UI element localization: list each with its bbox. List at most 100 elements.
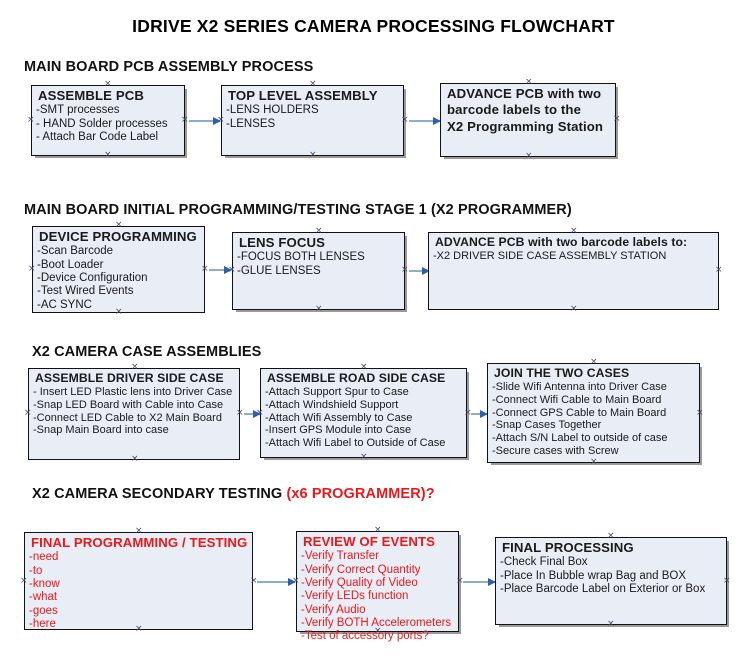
connector-handle[interactable] (360, 364, 367, 371)
process-box-join-the-two-cases[interactable]: JOIN THE TWO CASES -Slide Wifi Antenna i… (487, 363, 700, 463)
box-line: - Insert LED Plastic lens into Driver Ca… (33, 386, 233, 399)
box-line: -Place Barcode Label on Exterior or Box (500, 582, 706, 595)
connector-arrow (409, 116, 441, 125)
connector-handle[interactable] (401, 267, 408, 274)
connector-handle[interactable] (607, 621, 614, 628)
box-line: -Slide Wifi Antenna into Driver Case (492, 381, 667, 394)
connector-handle[interactable] (27, 117, 34, 124)
connector-handle[interactable] (401, 117, 408, 124)
box-line: -Device Configuration (37, 271, 148, 284)
connector-handle[interactable] (696, 410, 703, 417)
connector-handle[interactable] (570, 306, 577, 313)
connector-handle[interactable] (525, 79, 532, 86)
connector-handle[interactable] (135, 626, 142, 633)
connector-handle[interactable] (464, 410, 471, 417)
box-line: -Verify BOTH Accelerometers (301, 616, 452, 629)
connector-arrow (463, 577, 496, 586)
box-title: ADVANCE PCB with two (447, 86, 602, 101)
section-heading-1-text: MAIN BOARD PCB ASSEMBLY PROCESS (24, 59, 314, 75)
box-title: JOIN THE TWO CASES (494, 366, 630, 380)
connector-handle[interactable] (315, 306, 322, 313)
box-line: barcode labels to the (447, 102, 582, 118)
box-line: -need (29, 551, 59, 564)
box-line: -Connect Wifi Cable to Main Board (492, 393, 662, 406)
process-box-final-processing[interactable]: FINAL PROCESSING -Check Final Box -Place… (495, 537, 727, 625)
box-line: -Snap LED Board with Cable into Case (33, 398, 224, 411)
box-line: -Attach S/N Label to outside of case (492, 432, 668, 445)
connector-handle[interactable] (104, 81, 111, 88)
connector-handle[interactable] (590, 359, 597, 366)
connector-handle[interactable] (456, 578, 463, 585)
connector-handle[interactable] (250, 578, 257, 585)
process-box-top-level-assembly[interactable]: TOP LEVEL ASSEMBLY -LENS HOLDERS -LENSES (221, 85, 404, 156)
box-line: -to (29, 564, 43, 577)
connector-handle[interactable] (131, 364, 138, 371)
section-heading-4: X2 CAMERA SECONDARY TESTING (x6 PROGRAMM… (32, 486, 435, 502)
box-line: -Verify Correct Quantity (301, 563, 421, 576)
box-line: -Attach Support Spur to Case (265, 386, 409, 399)
box-line: -LENS HOLDERS (226, 104, 319, 117)
connector-handle[interactable] (309, 81, 316, 88)
process-box-device-programming[interactable]: DEVICE PROGRAMMING -Scan Barcode -Boot L… (32, 226, 205, 313)
box-title: ASSEMBLE PCB (38, 88, 144, 103)
connector-handle[interactable] (360, 454, 367, 461)
box-line: -SMT processes (36, 104, 120, 117)
connector-handle[interactable] (256, 410, 263, 417)
connector-handle[interactable] (309, 152, 316, 159)
process-box-assemble-pcb[interactable]: ASSEMBLE PCB -SMT processes - HAND Solde… (31, 85, 185, 156)
process-box-advance-pcb-driver-side[interactable]: ADVANCE PCB with two barcode labels to: … (428, 232, 719, 310)
connector-handle[interactable] (715, 267, 722, 274)
connector-handle[interactable] (613, 116, 620, 123)
box-line: -Verify Audio (301, 603, 366, 616)
section-heading-4-text: X2 CAMERA SECONDARY TESTING (32, 486, 287, 502)
connector-handle[interactable] (104, 152, 111, 159)
connector-handle[interactable] (607, 533, 614, 540)
box-line: -FOCUS BOTH LENSES (237, 251, 365, 264)
box-title: LENS FOCUS (239, 235, 325, 250)
process-box-assemble-road-side-case[interactable]: ASSEMBLE ROAD SIDE CASE -Attach Support … (260, 368, 467, 458)
connector-handle[interactable] (236, 410, 243, 417)
connector-handle[interactable] (228, 267, 235, 274)
process-box-final-programming-testing[interactable]: FINAL PROGRAMMING / TESTING -need -to -k… (24, 532, 253, 630)
box-line: -Snap Cases Together (492, 419, 602, 432)
box-line: - Attach Bar Code Label (36, 130, 159, 143)
process-box-advance-pcb-station[interactable]: ADVANCE PCB with two barcode labels to t… (440, 83, 616, 157)
connector-handle[interactable] (292, 578, 299, 585)
connector-handle[interactable] (181, 117, 188, 124)
box-line: -GLUE LENSES (237, 264, 321, 277)
box-line: -Check Final Box (500, 556, 588, 569)
section-heading-3-text: X2 CAMERA CASE ASSEMBLIES (32, 344, 262, 360)
process-box-assemble-driver-side-case[interactable]: ASSEMBLE DRIVER SIDE CASE - Insert LED P… (28, 368, 240, 460)
connector-handle[interactable] (570, 228, 577, 235)
connector-handle[interactable] (590, 459, 597, 466)
connector-handle[interactable] (20, 578, 27, 585)
box-line: -Attach Wifi Assembly to Case (265, 411, 413, 424)
connector-handle[interactable] (28, 266, 35, 273)
connector-handle[interactable] (374, 527, 381, 534)
connector-handle[interactable] (115, 222, 122, 229)
connector-handle[interactable] (135, 528, 142, 535)
box-line: -Boot Loader (37, 258, 104, 271)
process-box-lens-focus[interactable]: LENS FOCUS -FOCUS BOTH LENSES -GLUE LENS… (232, 232, 405, 310)
box-title: FINAL PROGRAMMING / TESTING (31, 535, 248, 550)
connector-handle[interactable] (525, 153, 532, 160)
process-box-review-of-events[interactable]: REVIEW OF EVENTS -Verify Transfer -Verif… (296, 531, 459, 642)
box-line: -Attach Windshield Support (265, 398, 399, 411)
box-title: ASSEMBLE ROAD SIDE CASE (267, 371, 446, 385)
box-title: TOP LEVEL ASSEMBLY (228, 88, 378, 103)
connector-arrow (189, 116, 221, 125)
connector-handle[interactable] (217, 117, 224, 124)
connector-handle[interactable] (201, 266, 208, 273)
connector-handle[interactable] (131, 456, 138, 463)
box-title: REVIEW OF EVENTS (303, 534, 436, 549)
box-line: -goes (29, 604, 58, 617)
connector-arrow (257, 577, 296, 586)
connector-handle[interactable] (24, 410, 31, 417)
box-line: -Scan Barcode (37, 245, 114, 258)
box-line: -LENSES (226, 117, 276, 130)
connector-handle[interactable] (374, 628, 381, 635)
connector-handle[interactable] (115, 309, 122, 316)
connector-handle[interactable] (315, 228, 322, 235)
connector-handle[interactable] (723, 578, 730, 585)
box-line: -Connect LED Cable to X2 Main Board (33, 411, 222, 424)
